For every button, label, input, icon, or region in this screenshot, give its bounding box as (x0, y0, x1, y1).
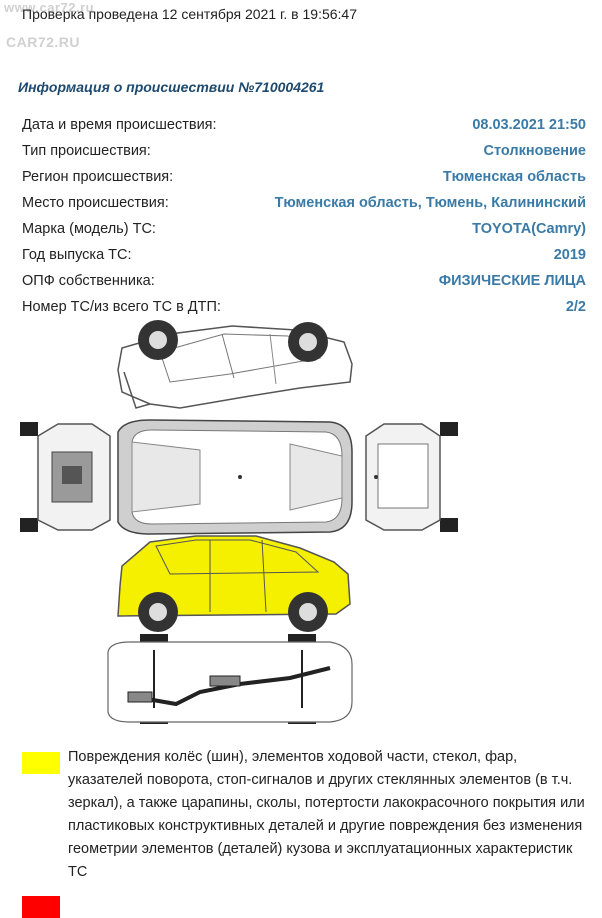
row-label: Регион происшествия: (22, 169, 174, 185)
row-label: Место происшествия: (22, 195, 169, 211)
car-right-side-view (117, 535, 351, 632)
row-value: 2/2 (565, 299, 586, 315)
row-label: Дата и время происшествия: (22, 117, 217, 133)
damage-diagram (20, 320, 458, 724)
row-value: 08.03.2021 21:50 (472, 117, 586, 133)
row-region: Регион происшествия: Тюменская область (22, 164, 586, 190)
row-value: Столкновение (483, 143, 586, 159)
legend-item-minor-damage: Повреждения колёс (шин), элементов ходов… (22, 746, 592, 884)
incident-details: Дата и время происшествия: 08.03.2021 21… (22, 112, 586, 320)
row-label: Номер ТС/из всего ТС в ДТП: (22, 299, 221, 315)
row-label: Год выпуска ТС: (22, 247, 132, 263)
legend-item-major-damage (22, 890, 592, 918)
row-vehicle-number: Номер ТС/из всего ТС в ДТП: 2/2 (22, 294, 586, 320)
row-datetime: Дата и время происшествия: 08.03.2021 21… (22, 112, 586, 138)
row-type: Тип происшествия: Столкновение (22, 138, 586, 164)
legend-swatch-yellow (22, 752, 60, 774)
car-front-view (365, 422, 458, 532)
row-place: Место происшествия: Тюменская область, Т… (22, 190, 586, 216)
legend-text: Повреждения колёс (шин), элементов ходов… (68, 749, 585, 880)
row-year: Год выпуска ТС: 2019 (22, 242, 586, 268)
row-label: Марка (модель) ТС: (22, 221, 156, 237)
car-underside-view (107, 634, 353, 724)
row-value: TOYOTA(Camry) (472, 221, 586, 237)
legend-swatch-red (22, 896, 60, 918)
row-value: ФИЗИЧЕСКИЕ ЛИЦА (438, 273, 586, 289)
row-label: ОПФ собственника: (22, 273, 155, 289)
watermark-url: www.car72.ru (4, 0, 95, 15)
incident-title: Информация о происшествии №710004261 (18, 79, 325, 95)
row-owner-type: ОПФ собственника: ФИЗИЧЕСКИЕ ЛИЦА (22, 268, 586, 294)
car-left-side-view (117, 320, 353, 409)
row-value: 2019 (553, 247, 586, 263)
row-model: Марка (модель) ТС: TOYOTA(Camry) (22, 216, 586, 242)
watermark-logo: CAR72.RU (6, 34, 81, 50)
car-top-view (117, 419, 353, 535)
damage-legend: Повреждения колёс (шин), элементов ходов… (22, 746, 592, 918)
row-value: Тюменская область, Тюмень, Калининский (274, 195, 586, 211)
row-value: Тюменская область (442, 169, 586, 185)
car-rear-view (20, 422, 111, 532)
row-label: Тип происшествия: (22, 143, 151, 159)
check-date-line: Проверка проведена 12 сентября 2021 г. в… (22, 6, 357, 22)
